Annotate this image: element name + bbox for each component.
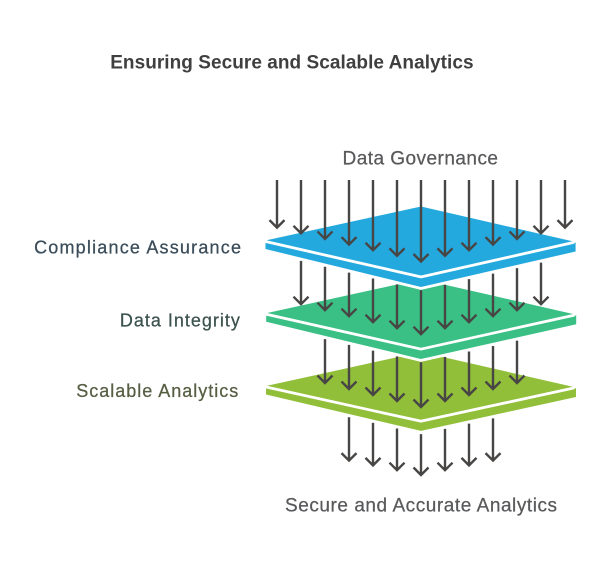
- svg-text:Ensuring Secure and Scalable A: Ensuring Secure and Scalable Analytics: [110, 52, 473, 73]
- svg-text:Secure and Accurate Analytics: Secure and Accurate Analytics: [285, 496, 558, 517]
- svg-text:Compliance Assurance: Compliance Assurance: [34, 238, 242, 258]
- svg-text:Data Integrity: Data Integrity: [120, 311, 241, 331]
- svg-text:Data Governance: Data Governance: [343, 149, 499, 170]
- svg-text:Scalable Analytics: Scalable Analytics: [76, 381, 239, 401]
